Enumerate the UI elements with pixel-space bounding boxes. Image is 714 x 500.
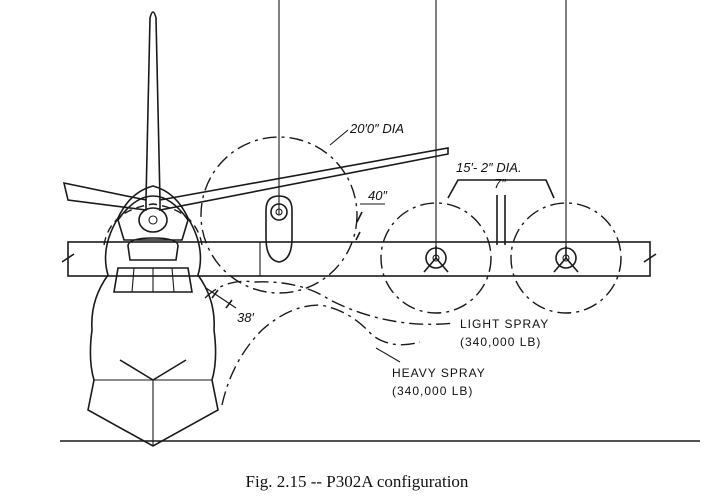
turret (138, 207, 168, 233)
large-hub-center (275, 208, 283, 216)
light-spray-weight-label: (340,000 LB) (460, 335, 541, 349)
heavy-spray-label: HEAVY SPRAY (392, 366, 486, 380)
large-prop-dia-label: 20′0″ DIA (349, 121, 404, 136)
turret-center (148, 215, 158, 225)
horizontal-stabilizer-right (159, 147, 449, 211)
nose-turret (127, 237, 179, 261)
small-propeller-disk-2 (510, 202, 622, 314)
small-prop-dia-label: 15′- 2″ DIA. (456, 160, 522, 175)
hull-dim-label: 38′ (237, 310, 254, 325)
hull-dim-tick-2 (225, 299, 233, 309)
light-spray-label: LIGHT SPRAY (460, 317, 549, 331)
heavy-spray-weight-label: (340,000 LB) (392, 384, 473, 398)
window-divider-1 (131, 267, 135, 293)
large-propeller-disk (200, 136, 358, 294)
hull-dim-line (205, 287, 237, 309)
large-prop-dim-leader (329, 129, 349, 146)
hull-outline (87, 185, 219, 447)
small-prop-dim-bracket (447, 179, 555, 199)
figure-caption: Fig. 2.15 -- P302A configuration (245, 472, 469, 491)
heavy-spray-leader (375, 347, 401, 363)
clearance-tick (356, 211, 363, 223)
wing-planform (67, 241, 651, 277)
wing-break-left (61, 253, 75, 263)
cockpit-frame (103, 203, 203, 246)
cockpit-upper (117, 195, 189, 241)
small-propeller-disk-1 (380, 202, 492, 314)
small-hub-2 (553, 246, 579, 273)
cockpit-windows (113, 267, 193, 293)
vertical-tail (145, 11, 161, 201)
large-nacelle (265, 195, 293, 263)
small-hub-1 (423, 246, 449, 273)
wing-break-right (643, 253, 657, 263)
heavy-spray-envelope (221, 304, 421, 406)
gap-label: 7″ (494, 176, 506, 191)
hull-dim-tick-1 (211, 289, 219, 299)
large-hub (270, 203, 288, 221)
light-spray-envelope (204, 280, 456, 326)
clearance-tick-2 (355, 231, 361, 241)
hull-keel (119, 359, 187, 381)
window-divider-3 (171, 267, 175, 293)
clearance-label: 40″ (368, 188, 387, 203)
